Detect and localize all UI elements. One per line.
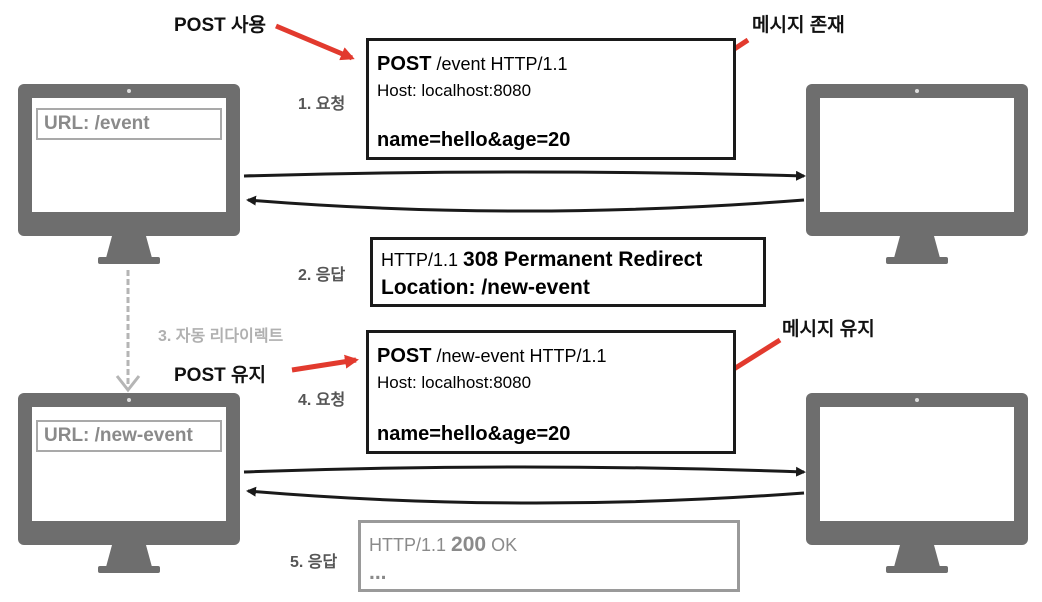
request-target: /new-event HTTP/1.1 xyxy=(431,346,607,366)
monitor-icon xyxy=(806,84,1028,264)
arrow-down-head xyxy=(115,375,141,393)
step-5-label: 5. 응답 xyxy=(290,554,338,571)
status-line: HTTP/1.1 200 OK xyxy=(369,533,517,557)
status-code: 200 xyxy=(451,533,487,556)
arrow-left-icon xyxy=(246,486,805,505)
http-method: POST xyxy=(377,53,432,75)
note-post-use: POST 사용 xyxy=(174,15,266,36)
host-header: Host: localhost:8080 xyxy=(377,373,532,392)
http-version: HTTP/1.1 xyxy=(381,250,464,270)
url-bar-top: URL: /event xyxy=(36,108,222,140)
response-2-message: HTTP/1.1 200 OK ... xyxy=(358,520,740,592)
http-method: POST xyxy=(377,345,432,367)
response-1-message: HTTP/1.1 308 Permanent Redirect Location… xyxy=(370,237,766,307)
url-bar-bottom: URL: /new-event xyxy=(36,420,222,452)
note-message-exists: 메시지 존재 xyxy=(752,15,845,36)
reason-phrase: OK xyxy=(486,535,518,555)
request-body: name=hello&age=20 xyxy=(377,129,571,151)
request-line: POST /new-event HTTP/1.1 xyxy=(377,345,607,368)
ellipsis: ... xyxy=(369,561,387,584)
request-target: /event HTTP/1.1 xyxy=(431,54,568,74)
arrow-right-icon xyxy=(275,23,355,61)
arrow-right-icon xyxy=(243,465,806,477)
note-message-keep: 메시지 유지 xyxy=(782,319,875,340)
arrow-right-icon xyxy=(243,170,806,181)
status-line: HTTP/1.1 308 Permanent Redirect xyxy=(381,248,702,272)
step-2-label: 2. 응답 xyxy=(298,267,346,284)
request-2-message: POST /new-event HTTP/1.1 Host: localhost… xyxy=(366,330,736,454)
url-text: URL: /new-event xyxy=(44,425,193,446)
request-1-message: POST /event HTTP/1.1 Host: localhost:808… xyxy=(366,38,736,160)
request-line: POST /event HTTP/1.1 xyxy=(377,53,568,76)
note-post-keep: POST 유지 xyxy=(174,365,266,386)
monitor-icon xyxy=(806,393,1028,573)
arrow-left-icon xyxy=(246,195,805,213)
step-3-label: 3. 자동 리다이렉트 xyxy=(158,328,284,345)
host-header: Host: localhost:8080 xyxy=(377,81,532,100)
request-body: name=hello&age=20 xyxy=(377,423,571,445)
location-header: Location: /new-event xyxy=(381,276,590,299)
step-1-label: 1. 요청 xyxy=(298,96,346,113)
status-code: 308 Permanent Redirect xyxy=(463,248,703,271)
arrow-right-icon xyxy=(291,354,359,373)
url-text: URL: /event xyxy=(44,113,150,134)
step-4-label: 4. 요청 xyxy=(298,392,346,409)
http-version: HTTP/1.1 xyxy=(369,535,452,555)
